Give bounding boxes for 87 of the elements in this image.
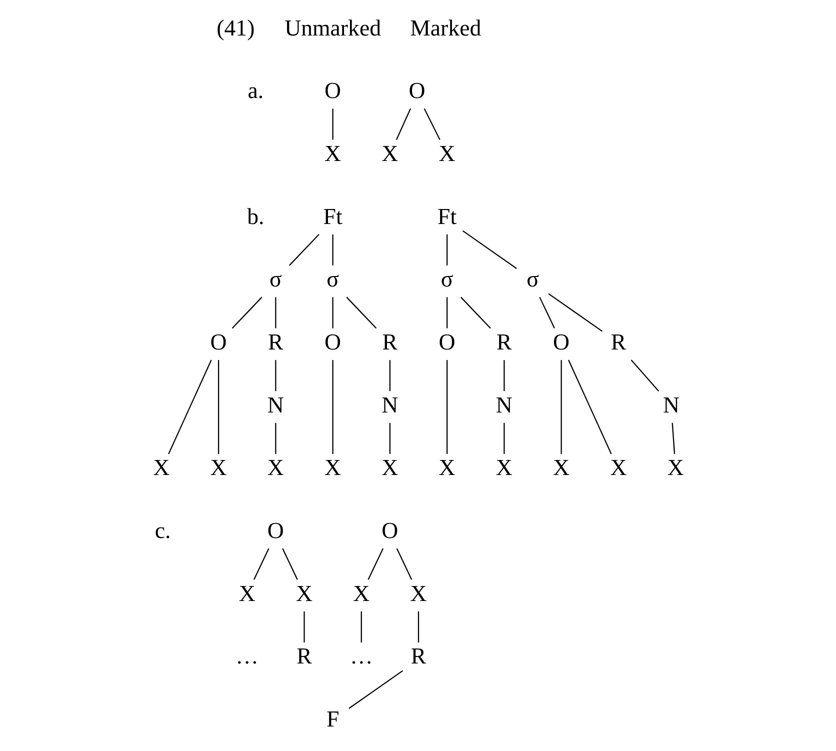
connector [396,548,412,580]
node-text: X [381,140,398,166]
connector [671,422,675,454]
node-text: O [438,330,455,355]
node-text: Ft [437,204,456,229]
connector [217,360,219,454]
connector [332,234,333,266]
node-text: N [266,392,284,418]
node-text: R [382,330,398,355]
label: Unmarked [284,15,381,40]
connector [388,360,390,392]
node-text: X [381,455,398,480]
connector [274,422,276,454]
node-text: O [210,330,226,355]
node-text: O [408,78,425,104]
node-text: O [324,330,341,355]
connector [332,360,333,454]
connector [367,548,384,580]
node-text: N [381,392,398,418]
node-text: X [238,580,255,606]
node-text: O [381,518,398,544]
node-text: X [610,455,626,480]
node-text: O [324,78,341,104]
node-text: X [266,455,284,480]
connector [388,422,390,454]
node-text: X [210,455,226,480]
connector [332,297,333,328]
node-text: … [349,644,372,669]
node-text: X [438,140,455,166]
label: b. [246,204,264,229]
label: c. [154,518,170,544]
label: a. [247,78,264,104]
node-text: R [496,330,512,355]
node-text: F [326,706,339,732]
node-text: σ [440,266,453,292]
node-text: X [495,455,512,480]
node-text: X [295,580,312,606]
connector [503,422,504,454]
connector [548,293,602,332]
connector [560,360,562,454]
node-text: σ [526,266,538,292]
label: Marked [410,15,481,40]
connector [423,108,440,140]
connector [568,360,612,454]
connector [395,108,411,140]
connector [417,611,419,642]
connector [360,611,362,642]
connector [630,360,659,392]
node-text: X [352,580,370,606]
node-text: X [666,455,684,480]
label: (41) [216,15,254,40]
connector [282,548,298,580]
node-text: O [552,330,570,355]
connector [168,360,212,454]
node-text: … [235,644,258,669]
node-text: R [268,330,283,355]
connector [460,296,490,329]
node-text: R [296,644,312,669]
connector [462,230,516,269]
node-text: σ [326,266,338,292]
connector [446,234,448,266]
node-text: R [410,644,426,669]
connector [346,296,376,329]
node-text: O [266,518,284,544]
node-text: X [410,580,426,606]
connector [348,670,403,709]
connector [274,297,276,328]
connector [503,360,504,392]
connector [288,234,319,266]
node-text: Ft [322,204,342,229]
connector [274,360,276,392]
node-text: R [610,330,626,355]
connector [303,611,304,642]
node-text: X [552,455,570,480]
node-text: X [324,455,341,480]
node-text: N [662,392,680,418]
node-text: X [438,455,455,480]
node-text: X [324,140,341,166]
node-text: σ [269,266,282,292]
connector [538,296,554,329]
node-text: N [495,392,512,418]
connector [446,360,448,454]
connector [231,296,262,329]
connector [446,297,448,328]
connector [252,548,269,580]
connector [332,108,333,140]
node-text: X [152,455,170,480]
